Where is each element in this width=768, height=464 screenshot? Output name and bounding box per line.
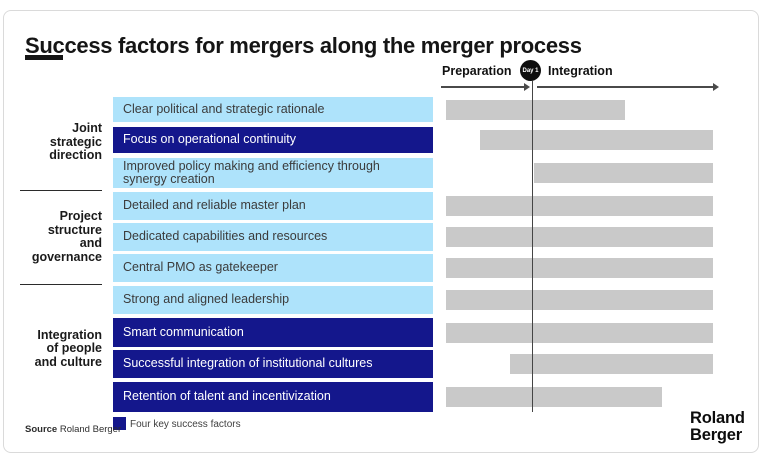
day1-vertical-line [531,81,533,412]
category-label-line: Project [59,209,102,223]
success-factor-row: Focus on operational continuity [113,127,433,153]
day1-milestone-icon: Day 1 [520,60,541,81]
success-factor-row: Dedicated capabilities and resources [113,223,433,251]
timeline-duration-bar [445,290,713,310]
logo-line1: Roland [690,409,745,427]
timeline-duration-bar [445,322,713,343]
category-label-line: Integration [37,327,102,342]
timeline-duration-bar [510,354,713,374]
success-factor-text: Detailed and reliable master plan [123,198,306,213]
category-label-line: strategic [49,134,102,149]
page-title: Success factors for mergers along the me… [25,32,582,58]
title-dash [25,55,63,60]
timeline-duration-bar [445,196,713,216]
success-factor-row: Smart communication [113,318,433,347]
source-line: Source Roland Berger [25,424,121,435]
category-label-line: of people [46,341,102,356]
timeline-duration-bar [445,227,713,247]
success-factor-text: Central PMO as gatekeeper [123,260,278,275]
timeline-phase-integration: Integration [548,64,613,78]
day1-milestone-label: Day 1 [522,67,539,74]
success-factor-row: Detailed and reliable master plan [113,192,433,220]
success-factor-row: Retention of talent and incentivization [113,382,433,412]
roland-berger-logo: Roland Berger [690,410,745,444]
success-factor-text: Successful integration of institutional … [123,356,373,371]
success-factor-row: Strong and aligned leadership [113,286,433,314]
slide-border [3,10,759,453]
category-label-line: and [79,236,102,250]
timeline-duration-bar [480,130,713,150]
timeline-phase-preparation: Preparation [442,64,512,78]
category-label-line: direction [49,148,102,163]
category-divider [20,190,102,191]
success-factor-row: Improved policy making and efficiency th… [113,158,433,188]
timeline-duration-bar [533,163,713,183]
category-label-line: structure [47,222,102,237]
timeline-duration-bar [445,387,662,407]
legend-label: Four key success factors [130,419,241,430]
legend-swatch-icon [113,417,126,430]
source-text: Roland Berger [59,424,122,435]
category-divider [20,284,102,285]
integration-arrow-icon [537,83,719,90]
logo-line2: Berger [690,426,742,444]
timeline-duration-bar [445,99,625,120]
success-factor-text: Clear political and strategic rationale [123,101,325,116]
timeline-duration-bar [445,258,713,278]
success-factor-text: Focus on operational continuity [123,132,297,147]
success-factor-text: Strong and aligned leadership [123,292,290,307]
success-factor-text: Improved policy making and efficiency th… [123,158,380,186]
success-factor-text: Dedicated capabilities and resources [123,229,328,244]
preparation-arrow-icon [441,83,530,90]
category-label-line: governance [31,249,102,264]
success-factor-row: Central PMO as gatekeeper [113,254,433,282]
source-prefix: Source [25,424,58,435]
success-factor-row: Clear political and strategic rationale [113,97,433,122]
success-factor-text: Smart communication [123,324,244,339]
category-label-line: and culture [34,354,102,369]
success-factor-row: Successful integration of institutional … [113,350,433,378]
success-factor-text: Retention of talent and incentivization [123,389,331,404]
category-label-line: Joint [72,121,102,136]
